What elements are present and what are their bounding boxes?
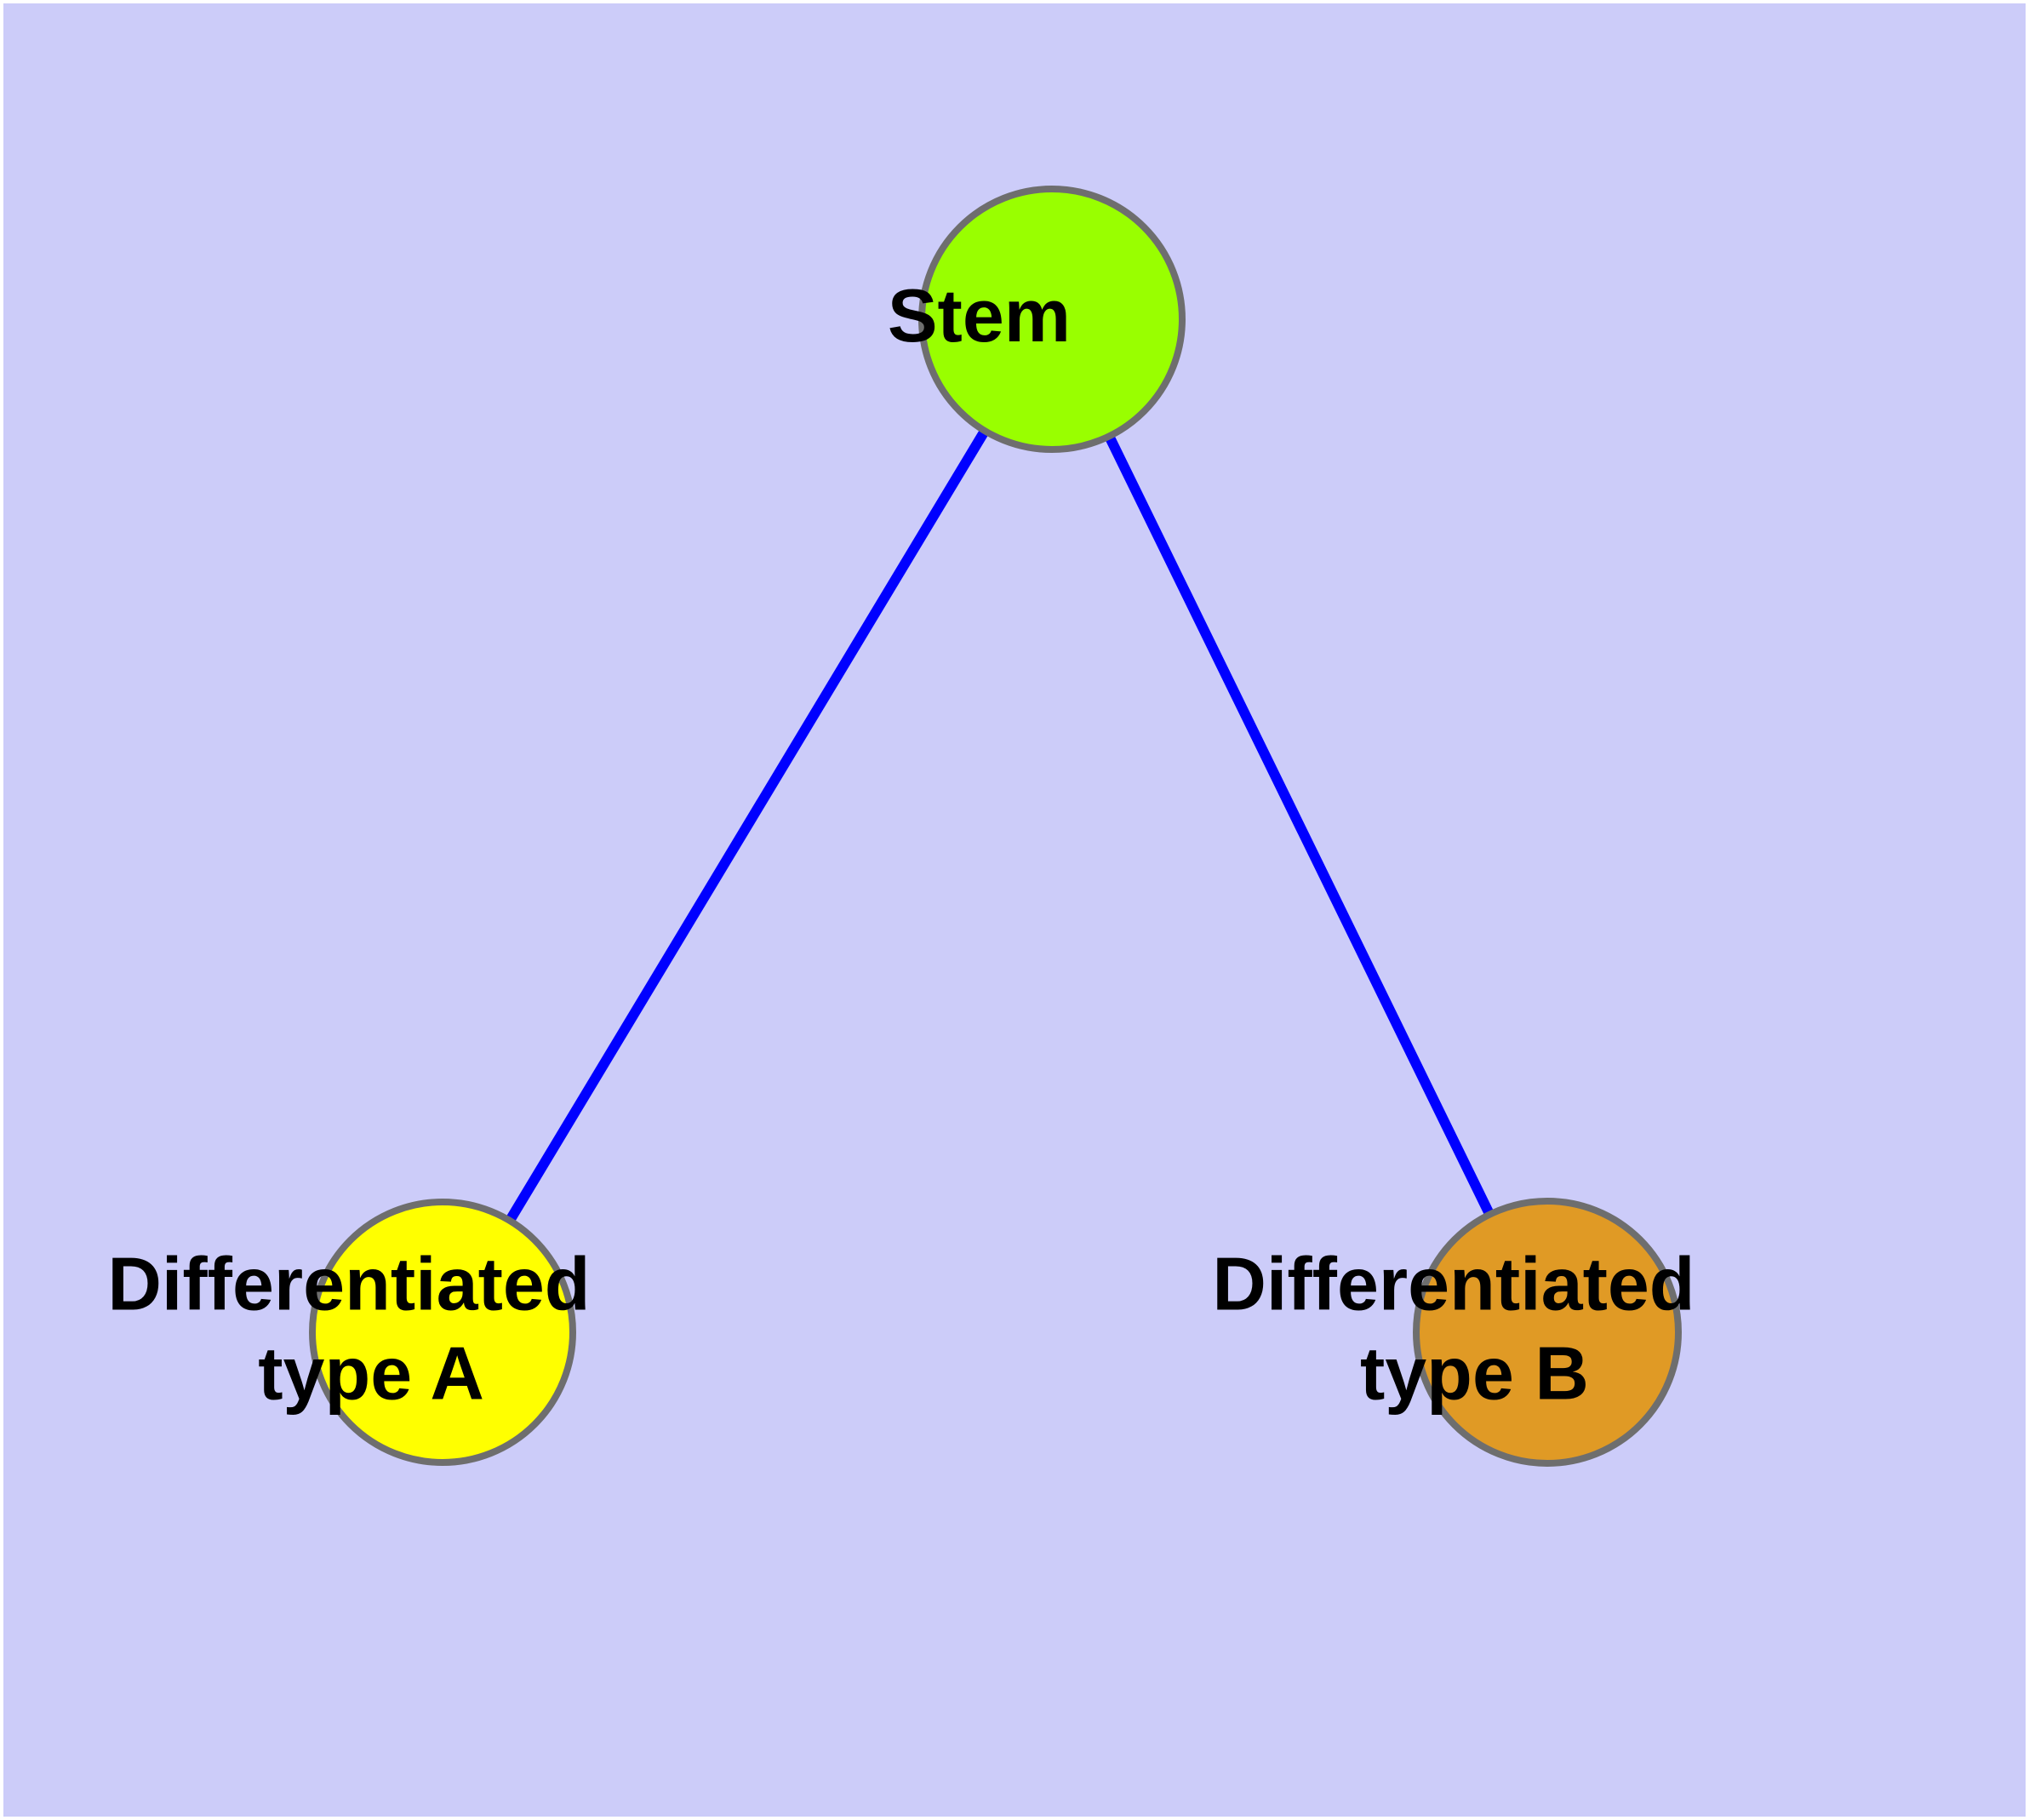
node-differentiated-type-b[interactable]: [1413, 1198, 1682, 1467]
edge-stem-to-differentiated-type-a[interactable]: [503, 425, 992, 1227]
node-stem-label: Stem: [888, 273, 1216, 358]
node-stem[interactable]: [918, 186, 1186, 453]
node-stem-label-line-1: Stem: [888, 273, 1071, 358]
node-differentiated-type-a-label: Differentiated type A: [107, 1242, 777, 1416]
node-differentiated-type-a-circle[interactable]: [309, 1199, 576, 1466]
edge-layer: [503, 425, 1496, 1227]
node-differentiated-type-a-label-line-1: Differentiated: [107, 1242, 590, 1326]
node-differentiated-type-b-label: Differentiated type B: [1212, 1242, 1882, 1416]
node-layer: [309, 186, 1682, 1467]
node-differentiated-type-b-circle[interactable]: [1413, 1198, 1682, 1467]
node-differentiated-type-a-label-line-2: type A: [258, 1331, 483, 1416]
edge-stem-to-differentiated-type-b[interactable]: [1103, 431, 1496, 1220]
node-differentiated-type-a[interactable]: [309, 1199, 576, 1466]
node-differentiated-type-b-label-line-1: Differentiated: [1212, 1242, 1695, 1326]
label-layer: Stem Differentiated type A Differentiate…: [107, 273, 1882, 1416]
node-stem-circle[interactable]: [918, 186, 1186, 453]
node-differentiated-type-b-label-line-2: type B: [1360, 1331, 1589, 1416]
